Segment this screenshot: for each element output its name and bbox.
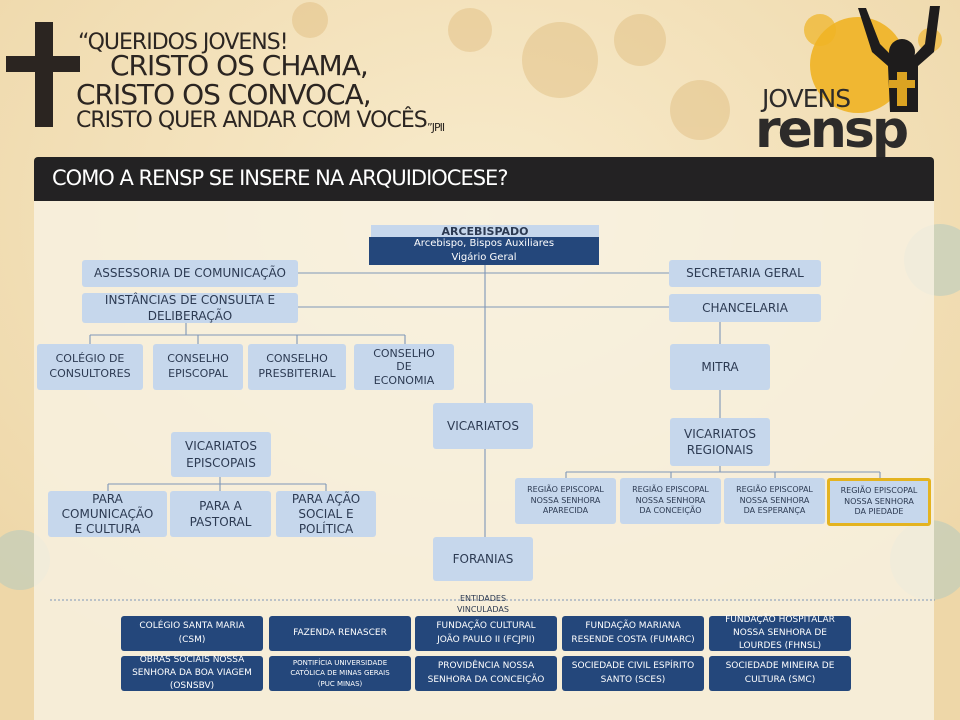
- region-box: REGIÃO EPISCOPAL NOSSA SENHORA APARECIDA: [515, 478, 616, 524]
- entity-box: PROVIDÊNCIA NOSSA SENHORA DA CONCEIÇÃO: [415, 656, 557, 691]
- entity-box: FUNDAÇÃO MARIANA RESENDE COSTA (FUMARC): [562, 616, 704, 651]
- title-bar: [34, 157, 934, 201]
- entities-label: ENTIDADES VINCULADAS: [457, 594, 509, 615]
- region-box: REGIÃO EPISCOPAL NOSSA SENHORA DA CONCEI…: [620, 478, 721, 524]
- entity-box: FUNDAÇÃO HOSPITALAR NOSSA SENHORA DE LOU…: [709, 615, 851, 651]
- quote-line-4: CRISTO QUER ANDAR COM VOCÊS: [76, 108, 428, 133]
- entity-box: SOCIEDADE CIVIL ESPÍRITO SANTO (SCES): [562, 656, 704, 691]
- entity-box: SOCIEDADE MINEIRA DE CULTURA (SMC): [709, 656, 851, 691]
- region-box: REGIÃO EPISCOPAL NOSSA SENHORA DA ESPERA…: [724, 478, 825, 524]
- sun-circle-icon: [804, 14, 942, 113]
- region-box-highlighted: REGIÃO EPISCOPAL NOSSA SENHORA DA PIEDAD…: [827, 478, 931, 526]
- assessoria-box: ASSESSORIA DE COMUNICAÇÃO: [82, 260, 298, 287]
- entity-box: OBRAS SOCIAIS NOSSA SENHORA DA BOA VIAGE…: [121, 655, 263, 691]
- episcopal-vicariate-box: PARA COMUNICAÇÃO E CULTURA: [48, 491, 167, 537]
- episcopal-vicariate-box: PARA AÇÃO SOCIAL E POLÍTICA: [276, 491, 376, 537]
- flower-decoration-icon: [292, 2, 730, 140]
- council-box: COLÉGIO DE CONSULTORES: [37, 344, 143, 390]
- arcebispado-members: Arcebispo, Bispos Auxiliares Vigário Ger…: [369, 237, 599, 265]
- page-title: COMO A RENSP SE INSERE NA ARQUIDIOCESE?: [52, 166, 508, 190]
- foranias-box: FORANIAS: [433, 537, 533, 581]
- secretaria-box: SECRETARIA GERAL: [669, 260, 821, 287]
- quote-line-2: CRISTO OS CHAMA,: [110, 49, 369, 82]
- vicariatos-episcopais-box: VICARIATOS EPISCOPAIS: [171, 432, 271, 477]
- quote-line-1: “QUERIDOS JOVENS!: [78, 30, 289, 55]
- episcopal-vicariate-box: PARA A PASTORAL: [170, 491, 271, 537]
- quote-line-3: CRISTO OS CONVOCA,: [76, 78, 372, 111]
- mitra-box: MITRA: [670, 344, 770, 390]
- council-box: CONSELHO PRESBITERIAL: [248, 344, 346, 390]
- entity-box: PONTIFÍCIA UNIVERSIDADE CATÓLICA DE MINA…: [269, 656, 411, 691]
- arcebispado-title: ARCEBISPADO: [371, 225, 599, 239]
- vicariatos-box: VICARIATOS: [433, 403, 533, 449]
- entity-box: FUNDAÇÃO CULTURAL JOÃO PAULO II (FCJPII): [415, 616, 557, 651]
- cross-icon: [6, 22, 80, 127]
- quote-attribution: ”JPII: [427, 121, 445, 134]
- chancelaria-box: CHANCELARIA: [669, 294, 821, 322]
- instancias-box: INSTÂNCIAS DE CONSULTA E DELIBERAÇÃO: [82, 293, 298, 323]
- council-box: CONSELHO DE ECONOMIA: [354, 344, 454, 390]
- brand-logo-rensp: rensp: [755, 100, 909, 160]
- council-box: CONSELHO EPISCOPAL: [153, 344, 243, 390]
- brand-jovens: JOVENS: [762, 84, 851, 113]
- entity-box: FAZENDA RENASCER: [269, 616, 411, 651]
- praising-person-icon: [858, 6, 940, 112]
- entity-box: COLÉGIO SANTA MARIA (CSM): [121, 616, 263, 651]
- vicariatos-regionais-box: VICARIATOS REGIONAIS: [670, 418, 770, 466]
